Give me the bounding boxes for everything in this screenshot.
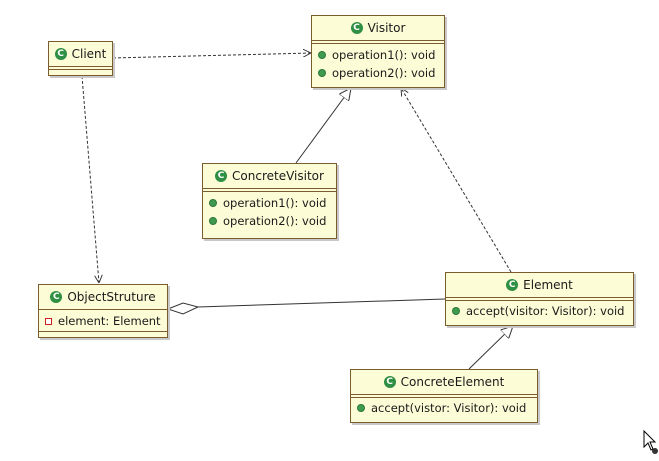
- attribute-compartment: [351, 395, 537, 398]
- method-compartment: accept(vistor: Visitor): void: [351, 398, 537, 418]
- method-row[interactable]: operation1(): void: [209, 194, 330, 212]
- method-row[interactable]: operation2(): void: [318, 64, 438, 82]
- public-method-icon: [452, 307, 460, 315]
- method-signature: accept(vistor: Visitor): void: [371, 401, 527, 415]
- class-icon: C: [350, 22, 363, 34]
- method-signature: accept(visitor: Visitor): void: [466, 304, 625, 318]
- attribute-compartment: [203, 189, 336, 192]
- method-compartment: accept(visitor: Visitor): void: [446, 301, 633, 321]
- attribute-compartment: [49, 67, 112, 70]
- class-header: C ConcreteElement: [351, 370, 537, 395]
- class-icon: C: [54, 48, 67, 60]
- class-concrete-element[interactable]: C ConcreteElement accept(vistor: Visitor…: [350, 369, 538, 423]
- class-header: C Client: [49, 42, 112, 67]
- class-name: Client: [71, 47, 107, 61]
- edge-client-objectstructure: [81, 75, 99, 283]
- class-icon: C: [215, 170, 228, 182]
- method-signature: operation1(): void: [223, 196, 327, 210]
- class-header: C ObjectStruture: [39, 285, 167, 310]
- edge-concretevisitor-visitor: [295, 88, 351, 164]
- edge-client-visitor: [112, 53, 311, 59]
- private-field-icon: [45, 317, 52, 325]
- method-row[interactable]: operation2(): void: [209, 212, 330, 230]
- mouse-pointer-icon: [643, 430, 658, 454]
- class-object-structure[interactable]: C ObjectStruture element: Element: [38, 284, 168, 338]
- public-method-icon: [209, 199, 217, 207]
- attribute-compartment: [312, 41, 444, 44]
- method-row[interactable]: operation1(): void: [318, 46, 438, 64]
- field-row[interactable]: element: Element: [45, 312, 161, 330]
- edge-objectstructure-element: [197, 298, 446, 308]
- method-signature: operation2(): void: [223, 214, 327, 228]
- public-method-icon: [209, 217, 217, 225]
- attribute-compartment: [446, 298, 633, 301]
- edge-concreteelement-element: [468, 326, 513, 370]
- class-icon: C: [50, 291, 63, 303]
- class-header: C Element: [446, 273, 633, 298]
- method-row[interactable]: accept(vistor: Visitor): void: [357, 399, 531, 417]
- class-name: ConcreteElement: [400, 375, 505, 389]
- method-signature: operation1(): void: [332, 48, 436, 62]
- public-method-icon: [318, 51, 326, 59]
- class-header: C ConcreteVisitor: [203, 164, 336, 189]
- edge-element-visitor: [401, 88, 512, 273]
- public-method-icon: [357, 404, 365, 412]
- class-header: C Visitor: [312, 16, 444, 41]
- method-row[interactable]: accept(visitor: Visitor): void: [452, 302, 627, 320]
- class-icon: C: [506, 279, 519, 291]
- class-name: ConcreteVisitor: [232, 169, 324, 183]
- class-name: ObjectStruture: [67, 290, 156, 304]
- aggregation-diamond: [166, 302, 200, 315]
- class-icon: C: [383, 376, 396, 388]
- class-element[interactable]: C Element accept(visitor: Visitor): void: [445, 272, 634, 326]
- class-name: Visitor: [367, 21, 406, 35]
- attribute-compartment: element: Element: [39, 310, 167, 332]
- method-signature: operation2(): void: [332, 66, 436, 80]
- class-visitor[interactable]: C Visitor operation1(): void operation2(…: [311, 15, 445, 88]
- method-compartment: operation1(): void operation2(): void: [203, 192, 336, 233]
- method-compartment: operation1(): void operation2(): void: [312, 44, 444, 85]
- field-signature: element: Element: [58, 314, 161, 328]
- public-method-icon: [318, 69, 326, 77]
- class-name: Element: [523, 278, 573, 292]
- class-client[interactable]: C Client: [48, 41, 113, 76]
- class-concrete-visitor[interactable]: C ConcreteVisitor operation1(): void ope…: [202, 163, 337, 239]
